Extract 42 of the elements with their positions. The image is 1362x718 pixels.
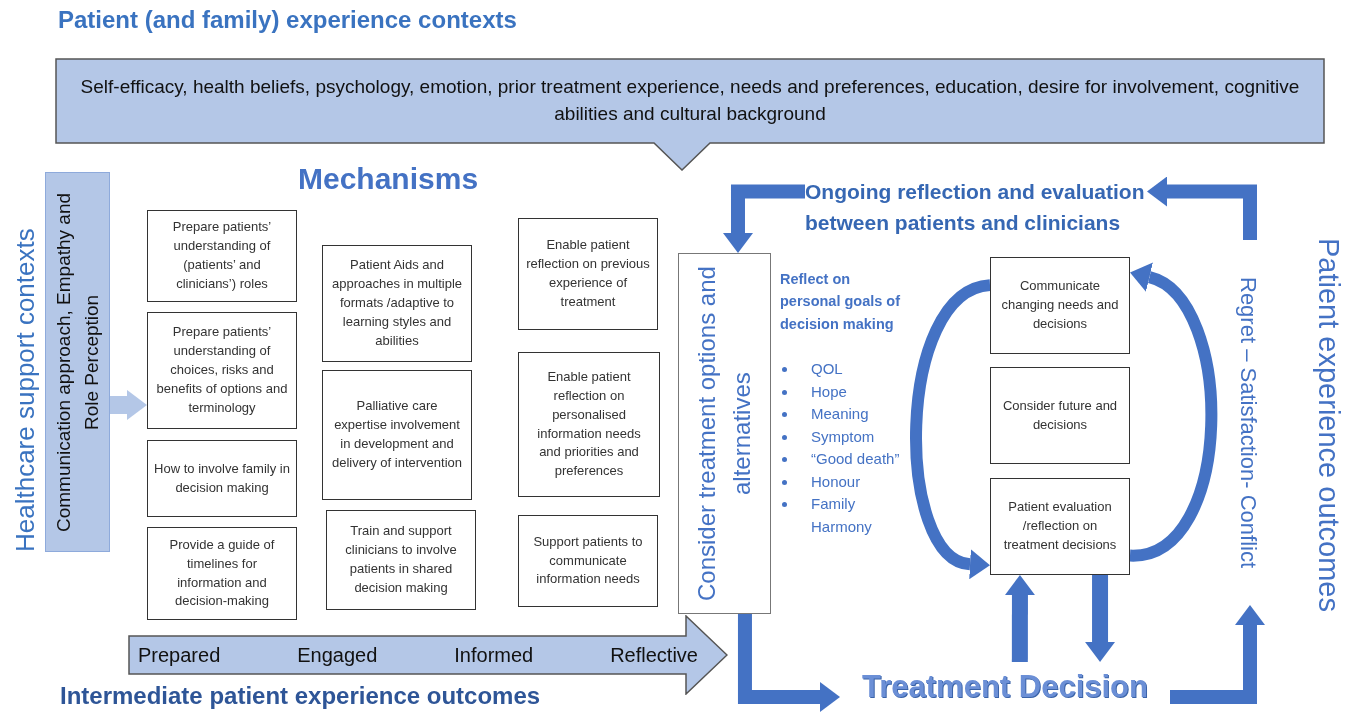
stage-label: Prepared bbox=[138, 643, 221, 667]
option-box: Consider treatment options and alternatives bbox=[678, 253, 771, 614]
process-box: Communicate changing needs and decisions bbox=[990, 257, 1130, 354]
outcome-scale-text: Regret – Satisfaction- Conflict bbox=[1228, 240, 1268, 605]
mechanism-box: Provide a guide of timelines for information and decision-making bbox=[147, 527, 297, 620]
mechanism-box: Prepare patients’ understanding of (patients’ and clinicians’) roles bbox=[147, 210, 297, 302]
mechanism-box: Palliative care expertise involvement in development and delivery of intervention bbox=[322, 370, 472, 500]
section-heading: Intermediate patient experience outcomes bbox=[60, 682, 542, 711]
mechanism-box: Prepare patients’ understanding of choices, risks and benefits of options and terminology bbox=[147, 312, 297, 429]
arrow bbox=[723, 184, 805, 253]
arrow bbox=[910, 279, 992, 579]
stage-label: Reflective bbox=[610, 643, 698, 667]
list-item: Honour bbox=[811, 471, 861, 492]
stage-label: Informed bbox=[454, 643, 534, 667]
arrow bbox=[109, 389, 147, 420]
list-item: Meaning bbox=[811, 404, 869, 424]
stage-label: Engaged bbox=[297, 643, 378, 667]
mechanism-box: Support patients to communicate information needs bbox=[518, 515, 658, 607]
list-heading: Reflect on personal goals of decision making bbox=[780, 270, 902, 334]
arrow bbox=[1085, 575, 1116, 662]
decision-heading: Treatment Decision bbox=[840, 662, 1170, 712]
reflection-heading: Ongoing reflection and evaluation between patients and clinicians bbox=[805, 176, 1147, 238]
arrow bbox=[737, 614, 840, 712]
process-box: Consider future and decisions bbox=[990, 367, 1130, 464]
section-heading: Healthcare support contexts bbox=[8, 227, 41, 554]
arrow bbox=[1129, 263, 1218, 562]
mechanism-box: How to involve family in decision making bbox=[147, 440, 297, 517]
list-item: QOL bbox=[811, 359, 843, 379]
diagram-title: Patient (and family) experience contexts bbox=[58, 6, 517, 34]
arrow bbox=[1004, 575, 1035, 662]
mechanism-box: Enable patient reflection on personalised information needs and priorities and preferences bbox=[518, 352, 660, 497]
mechanism-box: Patient Aids and approaches in multiple formats /adaptive to learning styles and abilities bbox=[322, 245, 472, 362]
support-bar: Communication approach, Empathy and Role Perception bbox=[45, 172, 110, 552]
list-item: Symptom bbox=[811, 426, 875, 447]
section-heading: Patient experience outcomes bbox=[1311, 237, 1346, 614]
arrow bbox=[1170, 605, 1265, 704]
process-box: Patient evaluation /reflection on treatment decisions bbox=[990, 478, 1130, 575]
list-item: Family Harmony bbox=[811, 494, 873, 537]
list-item: “Good death” bbox=[811, 449, 900, 469]
mechanism-box: Enable patient reflection on previous experience of treatment bbox=[518, 218, 658, 330]
list-item: Hope bbox=[811, 381, 847, 402]
mechanism-box: Train and support clinicians to involve patients in shared decision making bbox=[326, 510, 476, 610]
